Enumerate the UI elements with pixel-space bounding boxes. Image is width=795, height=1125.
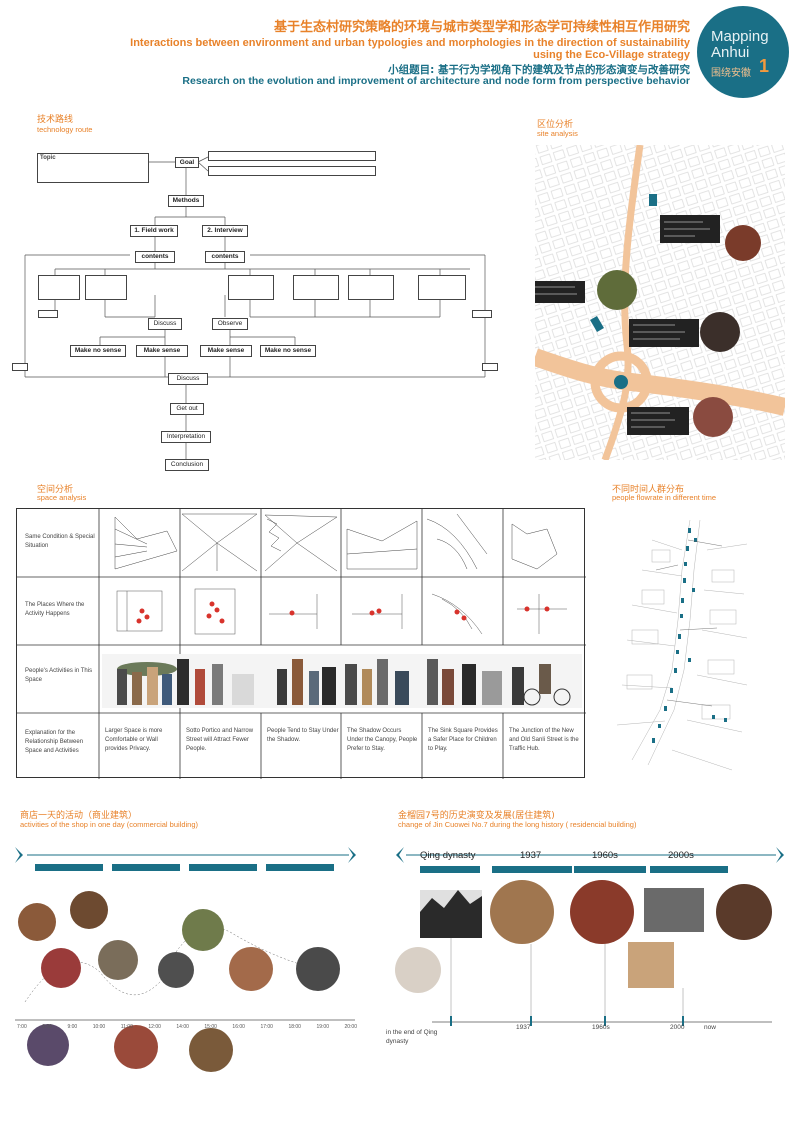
edge-box-right bbox=[482, 363, 498, 371]
shop-time-0: 7:00 bbox=[17, 1024, 27, 1030]
content-box-3 bbox=[228, 275, 274, 300]
edge-box-left bbox=[12, 363, 28, 371]
observe-box: Observe bbox=[212, 318, 248, 330]
row-label-condition: Same Condition & Special Situation bbox=[25, 534, 95, 549]
shop-time-5: 12:00 bbox=[148, 1024, 161, 1030]
site-map-svg bbox=[535, 145, 785, 460]
history-heading-cn: 金榴园7号的历史演变及发展(居住建筑) bbox=[398, 811, 555, 821]
make-no-sense-box-2: Make no sense bbox=[260, 345, 316, 357]
history-axis-1960s: 1960s bbox=[592, 1024, 610, 1031]
side-box-right bbox=[472, 310, 492, 318]
space-table: Same Condition & Special Situation The P… bbox=[16, 508, 586, 779]
tech-route-heading-en: technology route bbox=[37, 125, 93, 134]
shop-time-4: 11:00 bbox=[120, 1024, 133, 1030]
people-heading-en: people flowrate in different time bbox=[612, 493, 717, 502]
site-heading-en: site analysis bbox=[537, 129, 578, 138]
make-sense-box-1: Make sense bbox=[136, 345, 188, 357]
history-label-qing: Qing dynasty bbox=[420, 850, 476, 861]
goal-detail-2 bbox=[208, 166, 376, 176]
shop-time-2: 9:00 bbox=[67, 1024, 78, 1030]
subtitle-cn: 小组题目: 基于行为学视角下的建筑及节点的形态演变与改善研究 bbox=[388, 64, 690, 76]
shop-time-12: 20:00 bbox=[344, 1024, 357, 1030]
site-map bbox=[535, 145, 785, 460]
shop-time-11: 19:00 bbox=[316, 1024, 329, 1030]
badge-number: 1 bbox=[759, 56, 770, 76]
space-heading-cn: 空间分析 bbox=[37, 485, 74, 495]
history-label-1937: 1937 bbox=[520, 850, 542, 861]
get-out-box: Get out bbox=[170, 403, 204, 415]
explanation-6: The Junction of the New and Old Sanli St… bbox=[509, 728, 579, 752]
shop-timeline: 7:00 8:00 9:00 10:00 11:00 12:00 14:00 1… bbox=[15, 842, 360, 1102]
badge-line3: 围绕安徽 bbox=[711, 68, 751, 79]
row-label-explanation: Explanation for the Relationship Between… bbox=[25, 730, 84, 754]
site-heading-cn: 区位分析 bbox=[537, 120, 574, 130]
make-sense-box-2: Make sense bbox=[200, 345, 252, 357]
interpretation-box: Interpretation bbox=[161, 431, 211, 443]
methods-box: Methods bbox=[168, 195, 204, 207]
content-box-4 bbox=[293, 275, 339, 300]
goal-detail-1 bbox=[208, 151, 376, 161]
side-box-left bbox=[38, 310, 58, 318]
topic-box: Topic bbox=[37, 153, 149, 183]
contents-box-2: contents bbox=[205, 251, 245, 263]
shop-timeline-svg bbox=[15, 847, 356, 1072]
content-box-6 bbox=[418, 275, 466, 300]
fieldwork-box: 1. Field work bbox=[130, 225, 178, 237]
row-label-places: The Places Where the Activity Happens bbox=[25, 602, 85, 617]
row-label-activities: People's Activities in This Space bbox=[25, 668, 93, 683]
explanation-3: People Tend to Stay Under the Shadow. bbox=[267, 728, 339, 743]
space-heading-en: space analysis bbox=[37, 493, 87, 502]
shop-heading-cn: 商店一天的活动（商业建筑） bbox=[20, 811, 138, 821]
interview-box: 2. Interview bbox=[202, 225, 248, 237]
people-flow-map bbox=[612, 510, 787, 780]
badge-line2: Anhui bbox=[711, 44, 750, 61]
shop-time-1: 8:00 bbox=[42, 1024, 52, 1030]
history-heading-en: change of Jin Cuowei No.7 during the lon… bbox=[398, 820, 637, 829]
history-label-1960s: 1960s bbox=[592, 850, 618, 861]
shop-time-8: 16:00 bbox=[232, 1024, 245, 1030]
explanation-1: Larger Space is more Comfortable or Wall… bbox=[105, 728, 163, 752]
history-axis-now: now bbox=[704, 1024, 716, 1031]
shop-time-6: 14:00 bbox=[176, 1024, 189, 1030]
mapping-anhui-badge: Mapping Anhui 围绕安徽 1 bbox=[697, 6, 789, 98]
tech-route-heading-cn: 技术路线 bbox=[37, 115, 74, 125]
badge-line1: Mapping bbox=[711, 28, 769, 45]
people-flow-svg bbox=[616, 519, 748, 771]
content-box-5 bbox=[348, 275, 394, 300]
history-axis-2000: 2000 bbox=[670, 1024, 685, 1031]
flowchart: Topic Goal Methods 1. Field work 2. Inte… bbox=[10, 145, 500, 475]
goal-box: Goal bbox=[175, 157, 199, 168]
shop-time-10: 18:00 bbox=[288, 1024, 301, 1030]
subtitle-en: Research on the evolution and improvemen… bbox=[182, 75, 690, 87]
history-timeline-svg bbox=[395, 847, 784, 1026]
shop-time-3: 10:00 bbox=[92, 1024, 106, 1030]
people-heading-cn: 不同时间人群分布 bbox=[612, 485, 685, 495]
history-axis-1937: 1937 bbox=[516, 1024, 531, 1031]
shop-time-axis: 7:00 8:00 9:00 10:00 11:00 12:00 14:00 1… bbox=[17, 1024, 357, 1030]
discuss-box: Discuss bbox=[148, 318, 182, 330]
shop-time-7: 15:00 bbox=[204, 1024, 217, 1030]
content-box-2 bbox=[85, 275, 127, 300]
history-axis-end-qing: in the end of Qing dynasty bbox=[386, 1029, 438, 1045]
topic-text-placeholder bbox=[40, 163, 146, 169]
explanation-2: Sotto Portico and Narrow Street will Att… bbox=[186, 728, 254, 752]
title-cn: 基于生态村研究策略的环境与城市类型学和形态学可持续性相互作用研究 bbox=[273, 20, 690, 35]
topic-label: Topic bbox=[40, 155, 56, 161]
space-table-grid bbox=[17, 509, 586, 779]
history-label-2000s: 2000s bbox=[668, 850, 694, 861]
make-no-sense-box-1: Make no sense bbox=[70, 345, 126, 357]
conclusion-box: Conclusion bbox=[165, 459, 209, 471]
history-timeline: Qing dynasty 1937 1960s 2000s in the end… bbox=[386, 842, 790, 1112]
content-box-1 bbox=[38, 275, 80, 300]
title-en: Interactions between environment and urb… bbox=[130, 37, 690, 61]
explanation-5: The Sink Square Provides a Safer Place f… bbox=[428, 728, 498, 752]
flowchart-connectors bbox=[24, 156, 486, 459]
explanation-4: The Shadow Occurs Under the Canopy, Peop… bbox=[347, 728, 418, 752]
shop-time-9: 17:00 bbox=[260, 1024, 273, 1030]
shop-heading-en: activities of the shop in one day (comme… bbox=[20, 820, 199, 829]
contents-box-1: contents bbox=[135, 251, 175, 263]
discuss-box-2: Discuss bbox=[168, 373, 208, 385]
